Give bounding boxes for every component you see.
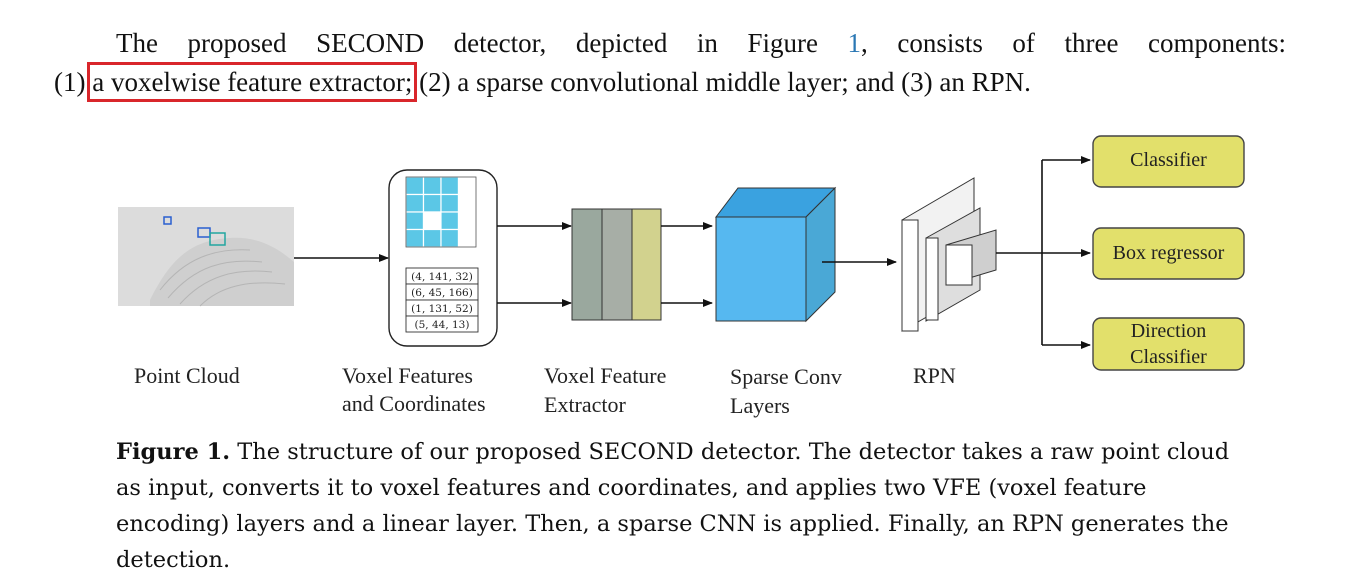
voxel-cell: [440, 193, 460, 213]
intro-text: (1): [54, 67, 93, 97]
label-voxel-features-line1: Voxel Features: [342, 363, 473, 388]
highlighted-phrase: a voxelwise feature extractor;: [87, 62, 418, 102]
voxel-grid-border: [405, 176, 477, 248]
coordinate-value: (5, 44, 13): [415, 319, 470, 331]
direction-classifier-output: Direction Classifier: [1092, 317, 1245, 371]
voxel-cell: [457, 193, 477, 213]
caption-text: The structure of our proposed SECOND det…: [116, 439, 1230, 573]
voxel-cell: [422, 228, 442, 248]
box-regressor-output: Box regressor: [1092, 227, 1245, 280]
coordinate-value: (1, 131, 52): [411, 303, 473, 315]
intro-text: The proposed SECOND detector, depicted i…: [116, 28, 848, 58]
voxel-cell: [440, 228, 460, 248]
figure-caption: Figure 1. The structure of our proposed …: [116, 434, 1256, 578]
voxel-cell: [422, 176, 442, 196]
intro-line-2: (1) a voxelwise feature extractor; (2) a…: [54, 62, 1286, 102]
voxel-cell: [440, 211, 460, 231]
voxel-cell: [405, 176, 425, 196]
intro-line-1: The proposed SECOND detector, depicted i…: [54, 24, 1286, 63]
voxel-cell: [457, 211, 477, 231]
label-rpn: RPN: [913, 363, 956, 388]
figure-reference-link[interactable]: 1: [847, 28, 862, 58]
detection-box-icon: [209, 232, 226, 246]
direction-label-line2: Classifier: [1130, 346, 1207, 368]
voxel-cell: [405, 193, 425, 213]
label-point-cloud: Point Cloud: [134, 363, 240, 388]
detection-box-icon: [163, 216, 172, 225]
classifier-label: Classifier: [1130, 149, 1207, 171]
direction-label-line1: Direction: [1131, 320, 1207, 342]
coordinate-value: (6, 45, 166): [411, 287, 473, 299]
intro-paragraph: The proposed SECOND detector, depicted i…: [54, 24, 1286, 102]
second-architecture-diagram: (4, 141, 32) (6, 45, 166) (1, 131, 52) (5, …: [118, 135, 1245, 371]
label-vfe-line2: Extractor: [544, 392, 626, 417]
voxel-features-panel: (4, 141, 32) (6, 45, 166) (1, 131, 52) (5, …: [388, 169, 498, 347]
voxel-feature-extractor-block: [571, 208, 662, 321]
sparse-conv-cube: [714, 186, 837, 323]
caption-label: Figure 1.: [116, 439, 231, 465]
voxel-grid: [405, 176, 477, 248]
voxel-cell: [457, 176, 477, 196]
label-vfe-line1: Voxel Feature: [544, 363, 667, 388]
voxel-cell: [405, 228, 425, 248]
voxel-coordinates-list: (4, 141, 32) (6, 45, 166) (1, 131, 52) (5, …: [405, 267, 479, 333]
voxel-cell: [457, 228, 477, 248]
label-sparse-conv-line1: Sparse Conv: [730, 364, 842, 389]
label-sparse-conv-line2: Layers: [730, 393, 790, 418]
coordinate-value: (4, 141, 32): [411, 271, 473, 283]
box-regressor-label: Box regressor: [1113, 242, 1225, 264]
voxel-cell: [422, 211, 442, 231]
intro-text: , consists of three components:: [861, 28, 1286, 58]
rpn-block: [901, 177, 997, 332]
classifier-output: Classifier: [1092, 135, 1245, 188]
voxel-cell: [405, 211, 425, 231]
voxel-cell: [440, 176, 460, 196]
coordinate-cell: [405, 315, 479, 333]
label-voxel-features-line2: and Coordinates: [342, 391, 486, 416]
point-cloud-image: [118, 207, 294, 307]
voxel-cell: [422, 193, 442, 213]
intro-text: (2) a sparse convolutional middle layer;…: [412, 67, 1031, 97]
